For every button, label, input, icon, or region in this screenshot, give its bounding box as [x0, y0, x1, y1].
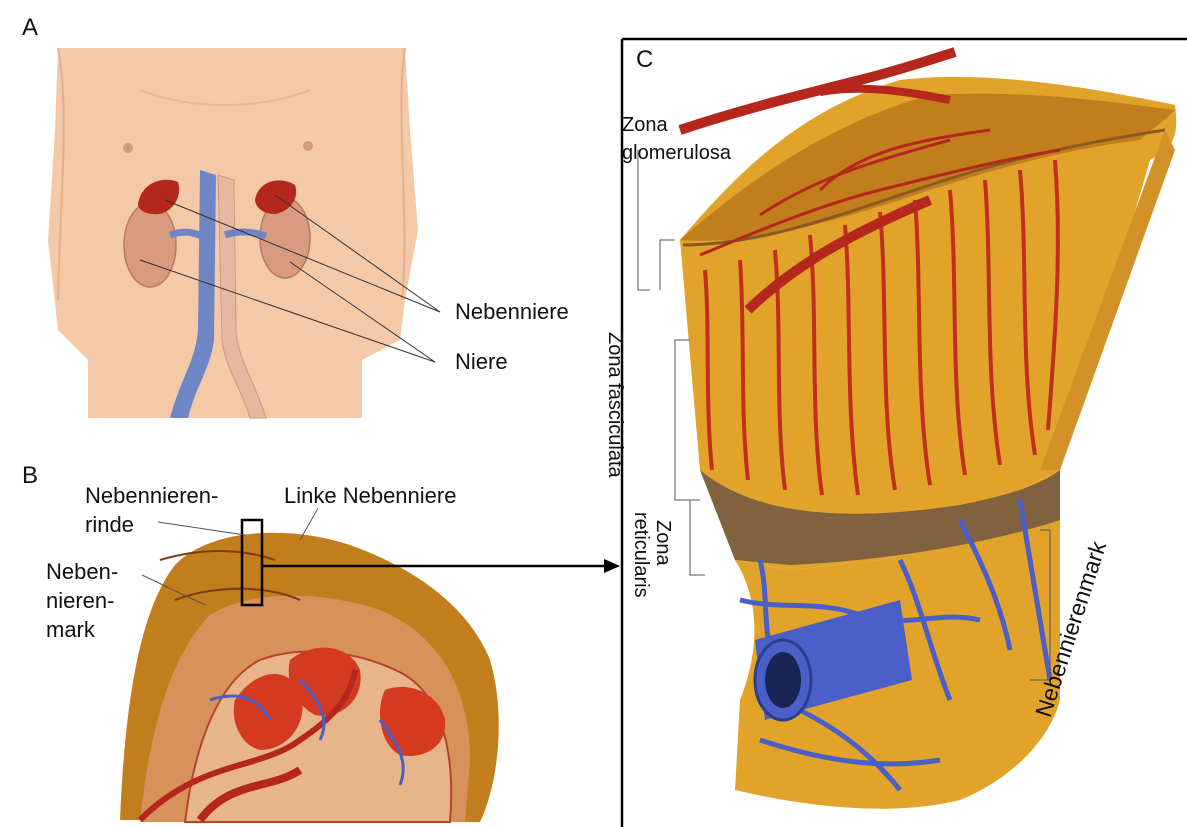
panel-label-a: A	[22, 14, 38, 42]
label-zg-line1: Zona	[622, 114, 668, 136]
label-zona-fasciculata: Zona fasciculata	[603, 332, 626, 478]
label-nnm-line3: mark	[46, 618, 95, 642]
panel-label-c: C	[636, 46, 653, 74]
panel-label-b: B	[22, 462, 38, 490]
kidney-left	[124, 203, 176, 287]
cortex-block-illustration	[680, 52, 1176, 809]
label-nebenniere: Nebenniere	[455, 300, 569, 324]
label-linke-nebenniere: Linke Nebenniere	[284, 484, 456, 508]
label-zg-line2: glomerulosa	[622, 142, 731, 164]
label-nnm-line1: Neben-	[46, 560, 118, 584]
label-niere: Niere	[455, 350, 508, 374]
adrenal-section-illustration	[120, 533, 499, 822]
label-zr-line2: reticularis	[629, 512, 652, 598]
nipple-right	[303, 141, 313, 151]
label-nnr-line1: Nebennieren-	[85, 484, 218, 508]
label-zr-line1: Zona	[651, 520, 674, 566]
label-nnm-line2: nieren-	[46, 589, 114, 613]
label-nnr-line2: rinde	[85, 513, 134, 537]
nipple-left	[123, 143, 133, 153]
